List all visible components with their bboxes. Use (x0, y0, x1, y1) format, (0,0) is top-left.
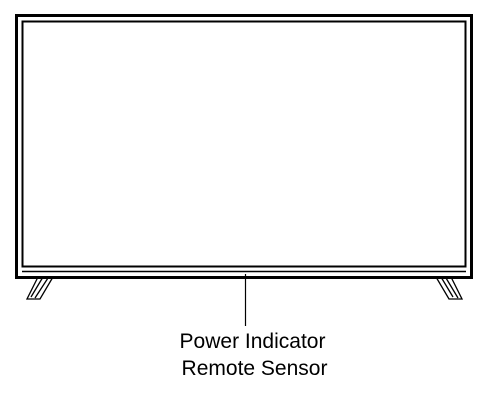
tv-outer-bezel (15, 14, 473, 279)
remote-sensor-label: Remote Sensor (181, 357, 328, 380)
left-stand-foot (25, 276, 55, 300)
power-indicator-label: Power Indicator (179, 330, 326, 353)
right-stand-foot (434, 276, 464, 300)
tv-screen (21, 20, 467, 268)
